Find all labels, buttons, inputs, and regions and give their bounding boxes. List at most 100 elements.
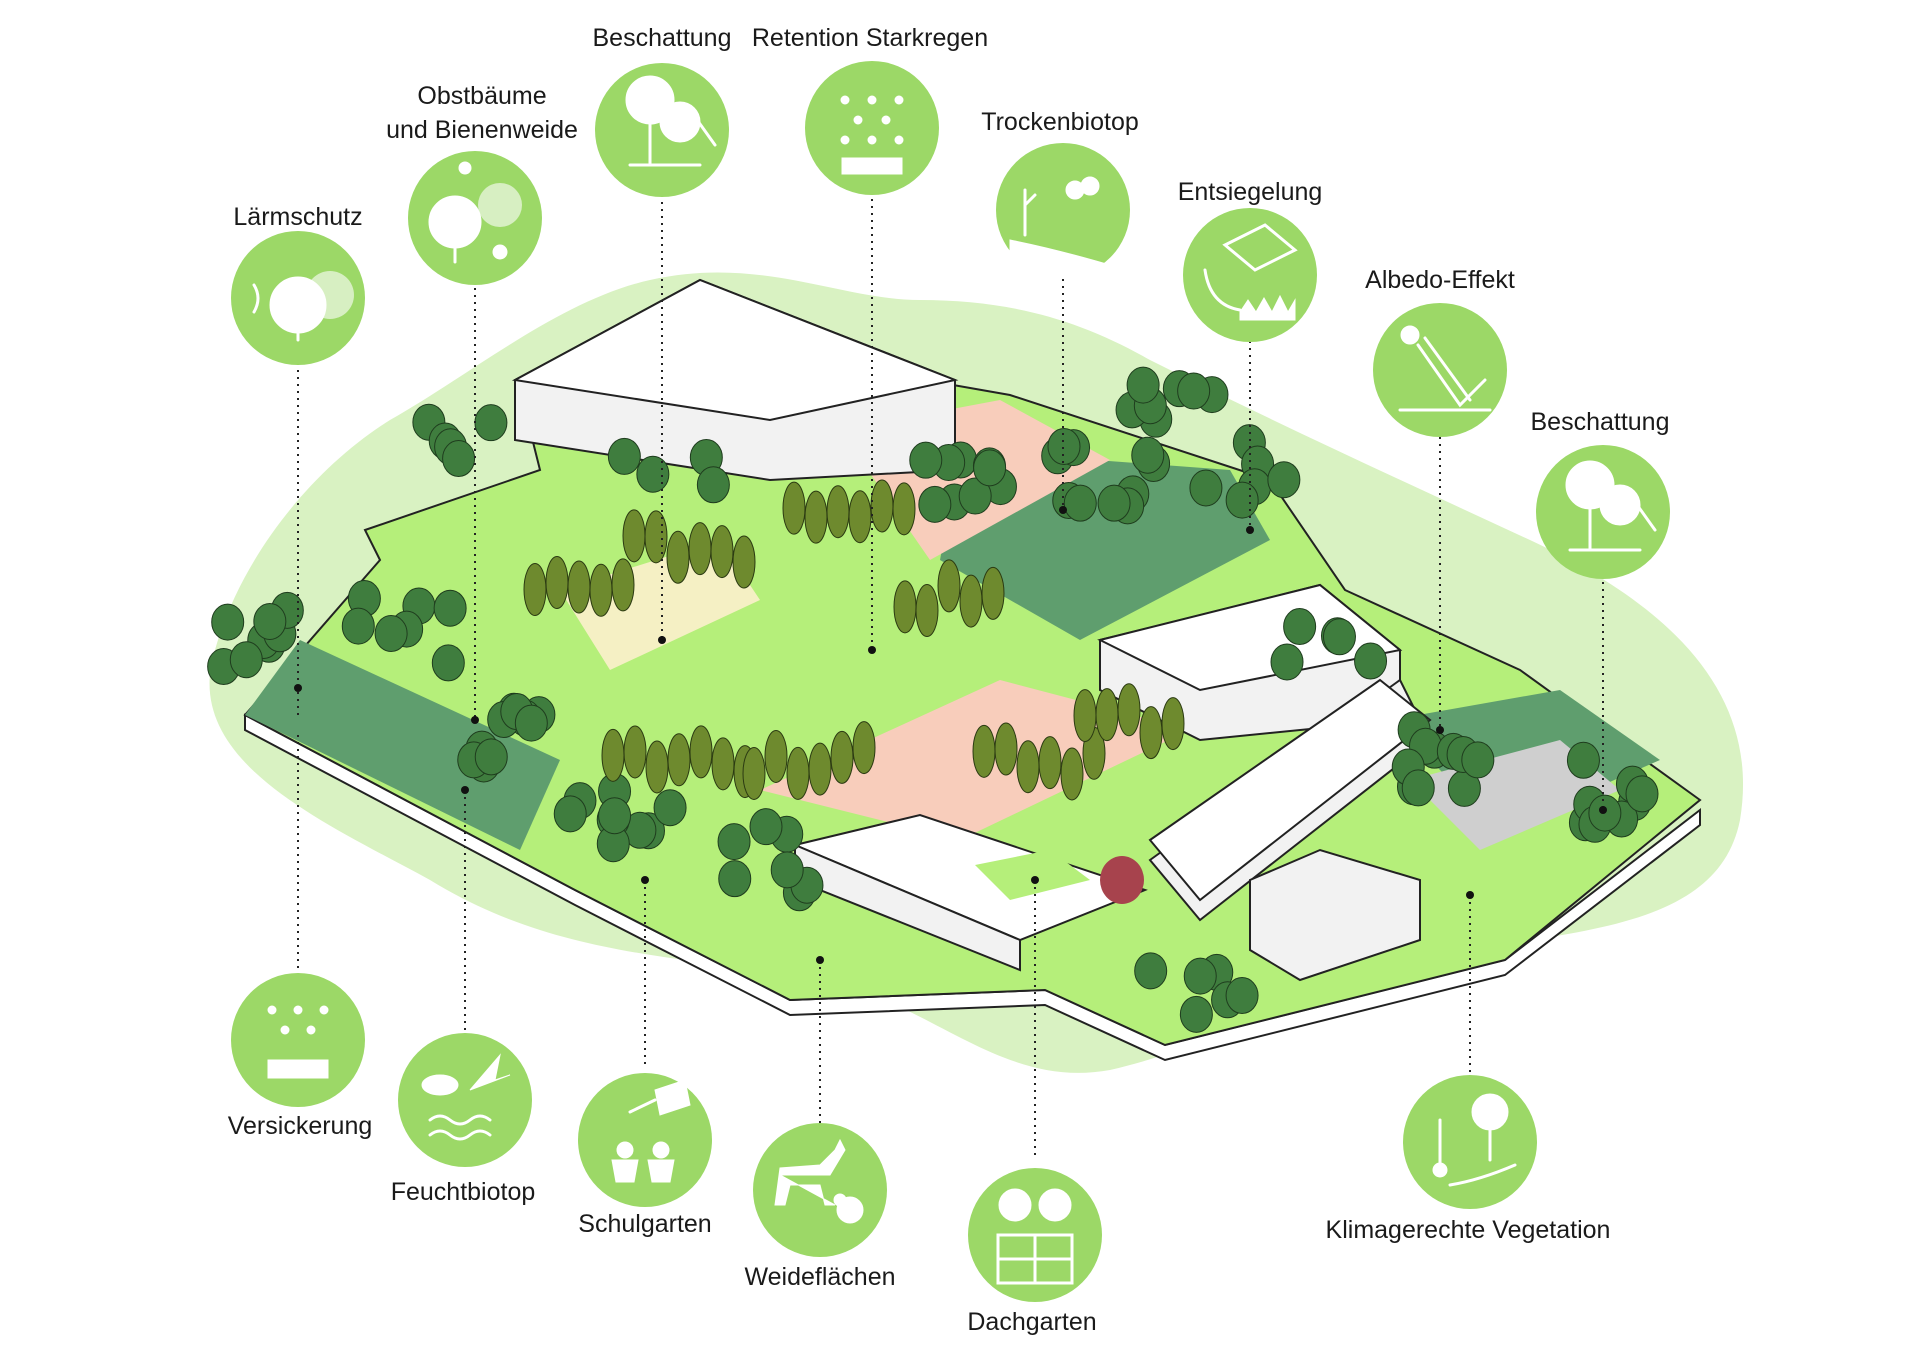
badge-klimagerechte-vegetation: Klimagerechte Vegetation [1326,1075,1610,1244]
poplar-tree [711,737,735,791]
poplar-tree [852,721,876,775]
poplar-tree [742,746,766,800]
poplar-tree [782,481,806,535]
badge-schulgarten: Schulgarten [578,1073,712,1238]
tree [958,477,992,515]
tree [770,851,804,889]
label-obstbaeume-1: Obstbäume [417,82,546,110]
tree [1047,427,1081,465]
tree [717,823,751,861]
tree [1177,372,1211,410]
label-beschattung-2: Beschattung [1531,408,1670,436]
poplar-tree [1038,736,1062,790]
rain-infiltration-icon [267,1005,329,1079]
tree [211,603,245,641]
tree [229,641,263,679]
label-weideflaechen: Weideflächen [744,1263,895,1291]
tree [442,440,476,478]
shading-tree-icon [625,75,717,167]
badge-weideflaechen: Weideflächen [744,1123,896,1291]
poplar-tree [994,722,1018,776]
badge-laermschutz: Lärmschutz [231,203,365,365]
label-entsiegelung: Entsiegelung [1178,178,1323,206]
tree [598,797,632,835]
poplar-tree [689,725,713,779]
poplar-tree [959,574,983,628]
tree [1270,643,1304,681]
poplar-tree [972,724,996,778]
badge-entsiegelung: Entsiegelung [1178,178,1323,342]
tree [474,404,508,442]
wetland-frog-bird-icon [421,1053,511,1141]
tree [696,466,730,504]
tree [433,589,467,627]
poplar-tree [666,530,690,584]
label-versickerung: Versickerung [228,1112,373,1140]
poplar-tree [826,485,850,539]
poplar-tree [893,580,917,634]
badge-albedo: Albedo-Effekt [1365,266,1515,437]
tree [1283,608,1317,646]
tree [1566,741,1600,779]
tree [1179,995,1213,1033]
tree [1225,977,1259,1015]
poplar-tree [523,563,547,617]
tree [1625,775,1659,813]
tree [749,808,783,846]
tree [909,441,943,479]
tree [1354,642,1388,680]
label-retention: Retention Starkregen [752,24,988,52]
tree [474,738,508,776]
poplar-tree [1095,688,1119,742]
tree [1134,952,1168,990]
poplar-tree [710,525,734,579]
poplar-tree [545,556,569,610]
watering-can-plants-icon [611,1079,691,1183]
donkey-chicken-icon [774,1138,864,1224]
label-trockenbiotop: Trockenbiotop [981,108,1139,136]
tree [1225,481,1259,519]
path-yellow [560,540,760,670]
poplar-tree [732,535,756,589]
poplar-tree [667,733,691,787]
poplar-tree [892,482,916,536]
poplar-tree [786,746,810,800]
poplar-tree [764,729,788,783]
tree [431,644,465,682]
poplar-tree [623,725,647,779]
woodland-zone-west [245,640,560,850]
hand-thermometer-tree-icon [1432,1093,1517,1187]
poplar-tree [1117,683,1141,737]
tree [341,607,375,645]
poplar-tree [644,510,668,564]
tree [1267,461,1301,499]
fruit-trees-bees-icon [428,161,522,264]
tree [1461,741,1495,779]
label-schulgarten: Schulgarten [578,1210,711,1238]
label-laermschutz: Lärmschutz [233,203,362,231]
tree [1183,957,1217,995]
badge-obstbaeume: Obstbäume und Bienenweide [386,82,578,285]
label-beschattung-1: Beschattung [593,24,732,52]
poplar-tree [688,522,712,576]
badge-beschattung-1: Beschattung [593,24,732,197]
feature-dots [294,506,1607,964]
shading-tree-icon [1565,460,1657,552]
tree [1131,436,1165,474]
poplar-tree [1060,747,1084,801]
tree [1189,469,1223,507]
poplar-tree [622,509,646,563]
label-albedo: Albedo-Effekt [1365,266,1515,294]
rain-retention-icon [840,95,904,175]
dry-biotope-butterfly-icon [1009,176,1121,279]
tree [1097,484,1131,522]
tree [973,449,1007,487]
poplar-tree [645,740,669,794]
tree [1447,769,1481,807]
poplar-tree [1073,689,1097,743]
tree [653,789,687,827]
roof-garden-icon [996,1188,1074,1285]
poplar-tree [567,560,591,614]
poplar-tree [848,490,872,544]
building-courtyard [791,813,1148,972]
